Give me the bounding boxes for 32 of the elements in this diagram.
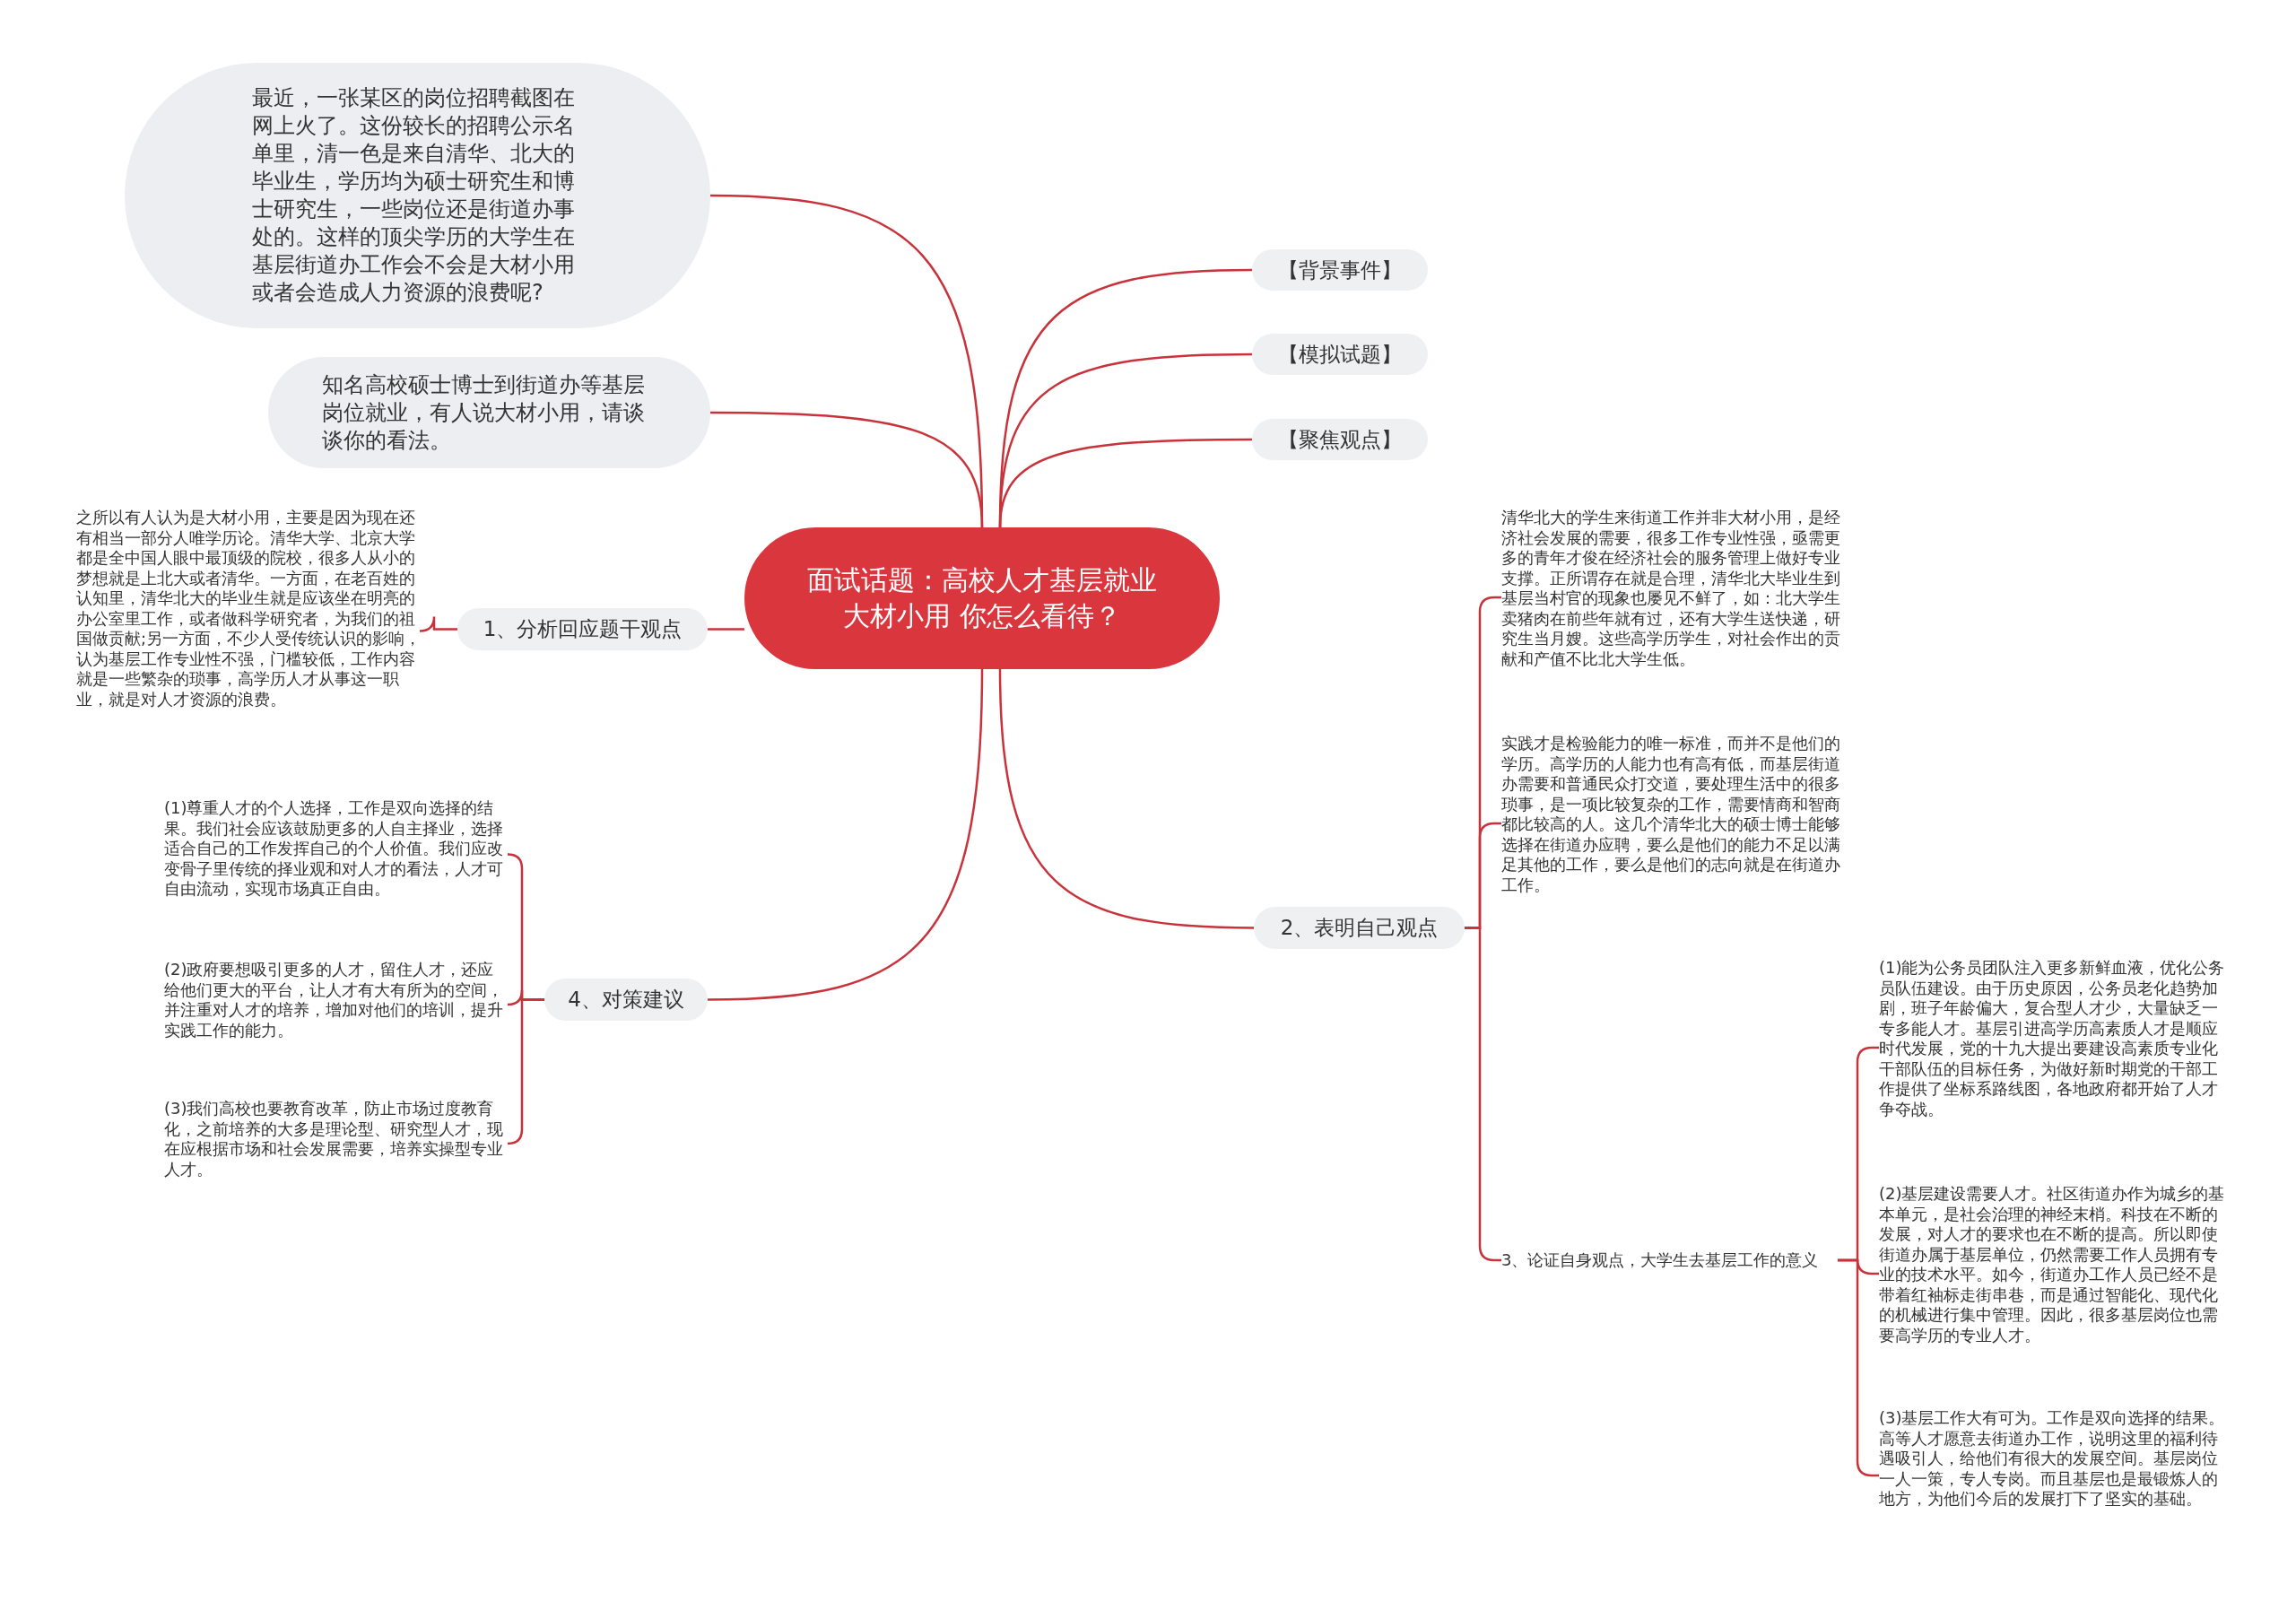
note-text: (3)我们高校也要教育改革，防止市场过度教育化，之前培养的大多是理论型、研究型人才，现在应根据市场和社会发展需要，培养实操型专业人才。 (164, 1099, 509, 1188)
note-text: (1)尊重人才的个人选择，工作是双向选择的结果。我们社会应该鼓励更多的人自主择业，选择适合自己的工作发挥自己的个人价值。我们应改变骨子里传统的择业观和对人才的看法，人才可自由流动，实现市场真正自由。 (164, 798, 509, 910)
note-text: (1)能为公务员团队注入更多新鲜血液，优化公务员队伍建设。由于历史原因，公务员老化趋势加剧，班子年龄偏大，复合型人才少，大量缺乏一专多能人才。基层引进高学历高素质人才是顺应时代发展，党的十九大提出要建设高素质专业化干部队伍的目标任务，为做好新时期党的干部工作提供了坐标系路线图，各地政府都开始了人才争夺战。 (1879, 958, 2229, 1137)
note-text: 之所以有人认为是大材小用，主要是因为现在还有相当一部分人唯学历论。清华大学、北京大学都是全中国人眼中最顶级的院校，很多人从小的梦想就是上北大或者清华。一方面，在老百姓的认知里，清华北大的毕业生就是应该坐在明亮的办公室里工作，或者做科学研究者，为我们的祖国做贡献;另一方面，不少人受传统认识的影响，认为基层工作专业性不强，门槛较低，工作内容就是一些繁杂的琐事，高学历人才从事这一职业，就是对人才资源的浪费。 (76, 508, 422, 754)
label-text: 1、分析回应题干观点 (483, 616, 683, 642)
bubble-text: 面试话题：高校人才基层就业大材小用 你怎么看待？ (806, 563, 1158, 633)
connector-line (418, 615, 457, 632)
connector-line (998, 668, 1255, 929)
bubble-text: 最近，一张某区的岗位招聘截图在网上火了。这份较长的招聘公示名单里，清一色是来自清华、北大的毕业生，学历均为硕士研究生和博士研究生，一些岗位还是街道办事处的。这样的顶尖学历的大学生在基层街道办工作会不会是大材小用或者会造成人力资源的浪费呢? (252, 84, 576, 307)
note-text: (2)基层建设需要人才。社区街道办作为城乡的基本单元，是社会治理的神经末梢。科技在不断的发展，对人才的要求也在不断的提高。所以即使街道办属于基层单位，仍然需要工作人员拥有专业的技术水平。如今，街道办工作人员已经不是带着红袖标走街串巷，而是通过智能化、现代化的机械进行集中管理。因此，很多基层岗位也需要高学历的专业人才。 (1879, 1184, 2229, 1363)
branch-label (544, 979, 708, 1021)
label-text: 4、对策建议 (568, 987, 684, 1013)
note-text: (3)基层工作大有可为。工作是双向选择的结果。高等人才愿意去街道办工作，说明这里的福利待遇吸引人，给他们有很大的发展空间。基层岗位一人一策，专人专岗。而且基层也是最锻炼人的地方，为他们今后的发展打下了坚实的基础。 (1879, 1408, 2229, 1543)
connector-line (707, 668, 984, 1001)
connector-line (998, 438, 1252, 528)
branch-label (1252, 249, 1428, 291)
bubble-text: 知名高校硕士博士到街道办等基层岗位就业，有人说大材小用，请谈谈你的看法。 (322, 370, 646, 455)
label-text: 【模拟试题】 (1278, 341, 1402, 368)
connector-line (710, 411, 984, 528)
branch-label (1252, 419, 1428, 460)
note-text: 清华北大的学生来街道工作并非大材小用，是经济社会发展的需要，很多工作专业性强，亟需更多的青年才俊在经济社会的服务管理上做好专业支撑。正所谓存在就是合理，清华北大毕业生到基层当村官的现象也屡见不鲜了，如：北大学生卖猪肉在前些年就有过，还有大学生送快递，研究生当月嫂。这些高学历学生，对社会作出的贡献和产值不比北大学生低。 (1501, 508, 1847, 687)
connector-line (506, 998, 544, 1145)
label-text: 【背景事件】 (1278, 257, 1402, 283)
label-text: 2、表明自己观点 (1280, 915, 1439, 941)
note-text: (2)政府要想吸引更多的人才，留住人才，还应给他们更大的平台，让人才有大有所为的空间，并注重对人才的培养，增加对他们的培训，提升实践工作的能力。 (164, 960, 509, 1049)
note-text: 3、论证自身观点，大学生去基层工作的意义 (1501, 1248, 1838, 1273)
connector-line (708, 628, 744, 631)
label-text: 【聚焦观点】 (1278, 426, 1402, 453)
note-text: 实践才是检验能力的唯一标准，而并不是他们的学历。高学历的人能力也有高有低，而基层街道办需要和普通民众打交道，要处理生活中的很多琐事，是一项比较复杂的工作，需要情商和智商都比较高的人。这几个清华北大的硕士博士能够选择在街道办应聘，要么是他们的能力不足以满足其他的工作，要么是他们的志向就是在街道办工作。 (1501, 734, 1847, 913)
branch-label (457, 608, 708, 650)
branch-label (1252, 334, 1428, 375)
branch-label (1254, 907, 1465, 949)
